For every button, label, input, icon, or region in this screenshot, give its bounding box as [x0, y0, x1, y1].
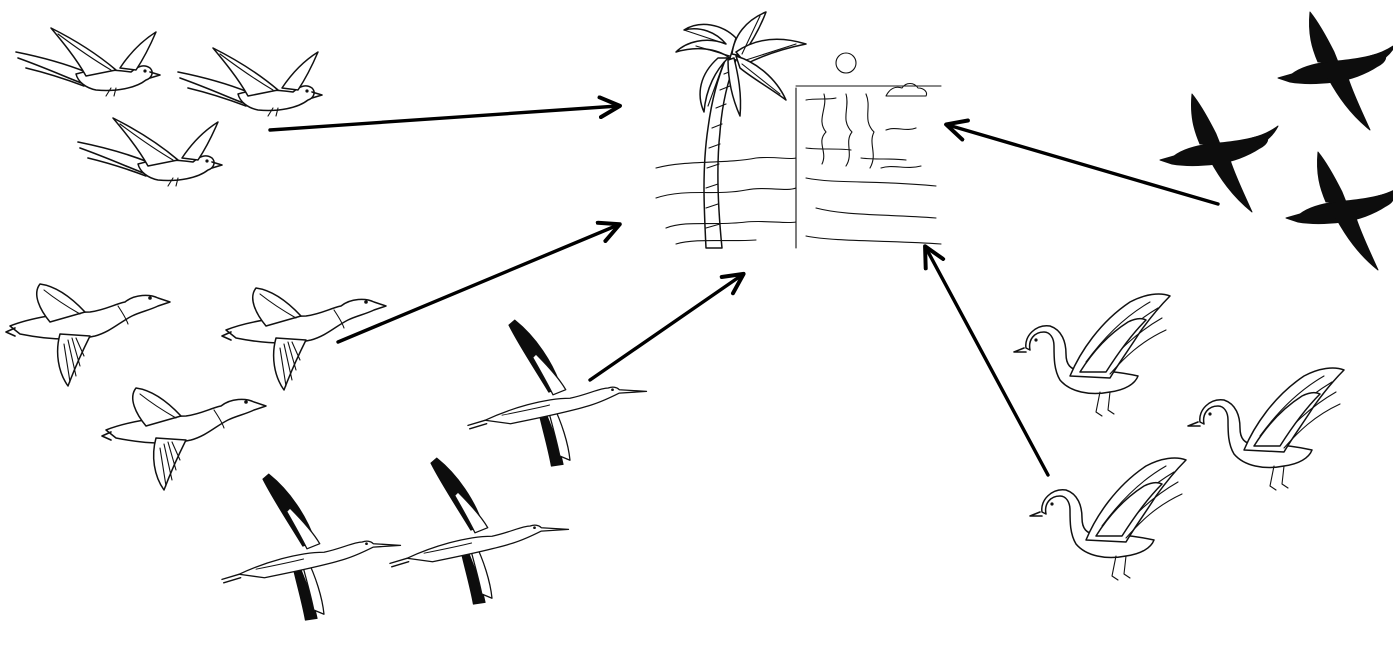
stork-icon: [467, 319, 648, 467]
swan-icon: [1029, 457, 1187, 581]
arrow-blackbirds: [944, 118, 1220, 206]
duck-icon: [101, 387, 267, 491]
arrow-storks: [588, 271, 746, 382]
swan-icon: [1013, 293, 1171, 417]
swallow-icon: [177, 47, 323, 117]
duck-icon: [221, 287, 387, 391]
duck-icon: [5, 283, 171, 387]
tropical-beach-palm-icon: [655, 11, 942, 249]
swallow-icon: [77, 117, 223, 187]
blackbird-icon: [1277, 11, 1393, 131]
arrow-ducks: [336, 220, 622, 344]
blackbird-flock: [1159, 11, 1393, 271]
swan-flock: [1013, 293, 1345, 581]
migration-arrows: [268, 95, 1220, 477]
stork-icon: [221, 473, 402, 621]
arrow-swans: [923, 244, 1050, 477]
arrow-swallows: [268, 95, 622, 132]
blackbird-icon: [1285, 151, 1393, 271]
blackbird-icon: [1159, 93, 1279, 213]
swallow-flock: [15, 27, 323, 187]
swan-icon: [1187, 367, 1345, 491]
duck-flock: [5, 283, 387, 491]
swallow-icon: [15, 27, 161, 97]
stork-icon: [389, 457, 570, 605]
